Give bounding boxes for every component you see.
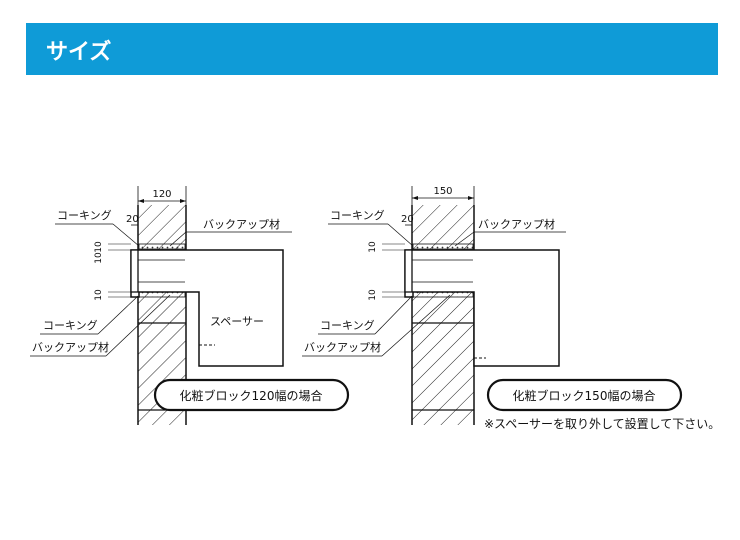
label-caulking-bottom: コーキング [320, 318, 375, 332]
diagram-120: 120 20 10 10 10 コーキング バックアップ材 スペーサー コーキン… [30, 186, 350, 425]
label-caulking-top: コーキング [57, 208, 112, 222]
diagram-150: 150 20 10 10 コーキング バックアップ材 コーキング バックアップ材… [302, 186, 720, 431]
dim-10-a: 10 [368, 241, 378, 253]
label-caulking-top: コーキング [330, 208, 385, 222]
label-caulking-bottom: コーキング [43, 318, 98, 332]
dim-20: 20 [126, 214, 139, 225]
decorative-block-120 [130, 249, 284, 367]
dim-10-c: 10 [94, 289, 104, 301]
caption-120: 化粧ブロック120幅の場合 [180, 388, 323, 403]
caption-pill-120 [153, 378, 350, 412]
label-spacer: スペーサー [210, 315, 264, 328]
label-backup-bottom: バックアップ材 [304, 340, 381, 354]
caption-pill-150 [486, 378, 683, 412]
label-backup-top: バックアップ材 [203, 217, 280, 231]
dim-width-120: 120 [152, 189, 171, 200]
header-bar: サイズ [26, 23, 718, 75]
label-backup-top: バックアップ材 [478, 217, 555, 231]
dim-20: 20 [401, 214, 414, 225]
frame-edge [404, 249, 413, 293]
dim-width-150: 150 [433, 186, 452, 197]
label-backup-bottom: バックアップ材 [32, 340, 109, 354]
note-remove-spacer: ※スペーサーを取り外して設置して下さい。 [484, 416, 720, 431]
decorative-block-150 [404, 249, 560, 367]
page-title: サイズ [46, 40, 112, 65]
dim-10-b: 10 [368, 289, 378, 301]
backup-strip-top [412, 243, 474, 250]
dim-10-b: 10 [94, 252, 104, 264]
backup-strip-top [138, 243, 186, 250]
caption-150: 化粧ブロック150幅の場合 [513, 388, 656, 403]
dim-10-a: 10 [94, 241, 104, 253]
wall-hatch [412, 205, 474, 425]
frame-edge [130, 249, 139, 293]
